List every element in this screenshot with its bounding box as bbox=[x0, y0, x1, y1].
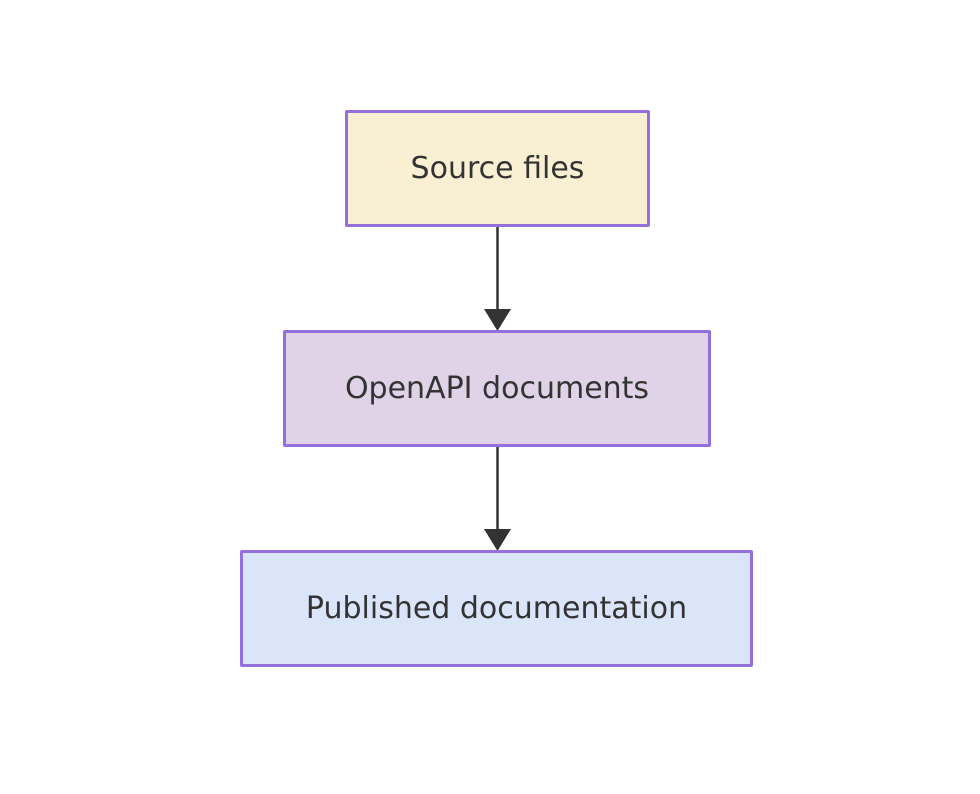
edge-openapi-to-published bbox=[484, 447, 511, 551]
node-openapi-documents: OpenAPI documents bbox=[283, 330, 711, 447]
edge-source-to-openapi bbox=[484, 227, 511, 331]
node-published-documentation-label: Published documentation bbox=[305, 590, 688, 626]
node-openapi-documents-label: OpenAPI documents bbox=[344, 370, 650, 406]
node-source-files: Source files bbox=[345, 110, 650, 227]
node-published-documentation: Published documentation bbox=[240, 550, 753, 667]
node-source-files-label: Source files bbox=[410, 150, 585, 186]
